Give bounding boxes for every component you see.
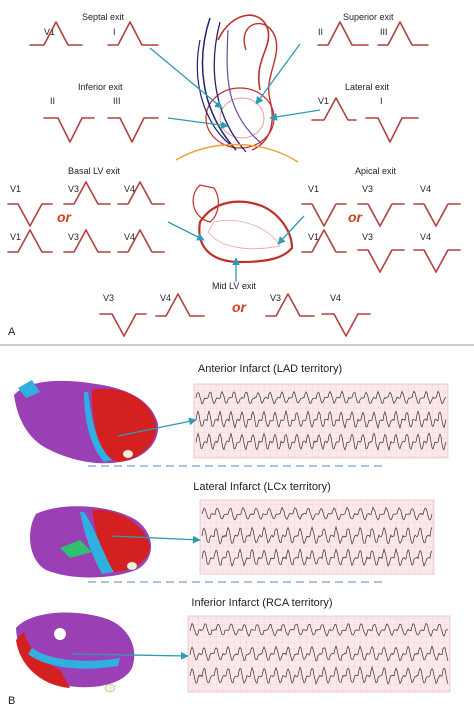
waveform-negative (365, 117, 419, 143)
waveform-positive (63, 181, 111, 205)
waveform-positive (317, 21, 369, 46)
inferior-infarct-title: Inferior Infarct (RCA territory) (191, 597, 332, 609)
septal-exit-label: Septal exit (82, 12, 125, 22)
lead-label: V3 (270, 293, 281, 303)
ecg-waveforms (7, 21, 461, 337)
lead-label: V1 (318, 96, 329, 106)
ecg-trace (201, 525, 433, 545)
waveform-negative (413, 203, 461, 227)
lateral-exit-label: Lateral exit (345, 82, 390, 92)
ecg-trace (201, 506, 433, 521)
panel-a-label: A (8, 326, 16, 338)
lead-label: V4 (124, 184, 135, 194)
anterior-ecg-strip (193, 383, 449, 459)
lead-label: V4 (124, 232, 135, 242)
waveform-negative (357, 249, 405, 273)
lead-label: V3 (103, 293, 114, 303)
lead-label: V4 (160, 293, 171, 303)
lead-label: V1 (10, 232, 21, 242)
lateral-voltage-map (30, 506, 152, 578)
waveform-positive (7, 229, 53, 253)
waveform-positive (63, 229, 111, 253)
ecg-trace (195, 432, 447, 452)
lead-label: V4 (330, 293, 341, 303)
connector-arrow (111, 535, 201, 544)
or-label: or (57, 209, 73, 225)
waveform-positive (107, 21, 159, 46)
anterior-infarct-title: Anterior Infarct (LAD territory) (198, 363, 342, 375)
lead-label: I (113, 27, 116, 37)
superior-exit-label: Superior exit (343, 12, 394, 22)
waveform-negative (321, 313, 371, 337)
ecg-trace (189, 622, 449, 637)
lead-label: V3 (362, 232, 373, 242)
lead-label: V3 (68, 232, 79, 242)
lead-label: V1 (10, 184, 21, 194)
mid-lv-exit-label: Mid LV exit (212, 281, 256, 291)
basal-lv-exit-label: Basal LV exit (68, 166, 120, 176)
panel-b: Anterior Infarct (LAD territory) Lateral… (8, 363, 451, 707)
waveform-positive (301, 229, 347, 253)
panel-b-label: B (8, 695, 15, 707)
waveform-negative (7, 203, 53, 227)
ecg-trace (195, 409, 447, 430)
waveform-positive (29, 21, 83, 46)
waveform-negative (357, 203, 405, 227)
inferior-exit-label: Inferior exit (78, 82, 123, 92)
connector-arrow (71, 651, 189, 660)
lead-label: V3 (68, 184, 79, 194)
ecg-trace (201, 547, 433, 568)
lead-label: V1 (44, 27, 55, 37)
panel-a: Septal exit Superior exit Inferior exit … (7, 8, 461, 338)
lv-diagram (167, 184, 305, 282)
lead-label: II (50, 96, 55, 106)
heart-diagram-top (149, 8, 321, 163)
lead-label: I (380, 96, 383, 106)
waveform-positive (377, 21, 429, 46)
ecg-trace (189, 645, 449, 662)
connector-arrow (117, 417, 197, 437)
lateral-ecg-strip (199, 499, 435, 575)
waveform-positive (117, 229, 165, 253)
waveform-negative (413, 249, 461, 273)
lateral-infarct-title: Lateral Infarct (LCx territory) (193, 481, 331, 493)
lead-label: V1 (308, 184, 319, 194)
waveform-positive (265, 293, 315, 317)
waveform-positive (117, 181, 165, 205)
waveform-positive (311, 97, 357, 121)
waveform-negative (99, 313, 147, 337)
lead-label: V1 (308, 232, 319, 242)
waveform-negative (43, 117, 95, 143)
waveform-negative (301, 203, 347, 227)
ecg-trace (189, 665, 449, 685)
lead-label: V3 (362, 184, 373, 194)
lead-label: III (113, 96, 121, 106)
inferior-voltage-map (16, 612, 135, 693)
lead-label: V4 (420, 184, 431, 194)
or-label: or (348, 209, 364, 225)
lead-label: III (380, 27, 388, 37)
anterior-voltage-map (14, 380, 159, 464)
waveform-negative (107, 117, 159, 143)
or-label: or (232, 299, 248, 315)
inferior-ecg-strip (187, 615, 451, 693)
lead-label: V4 (420, 232, 431, 242)
apical-exit-label: Apical exit (355, 166, 397, 176)
ecg-trace (195, 390, 447, 405)
lead-label: II (318, 27, 323, 37)
waveform-positive (155, 293, 205, 317)
